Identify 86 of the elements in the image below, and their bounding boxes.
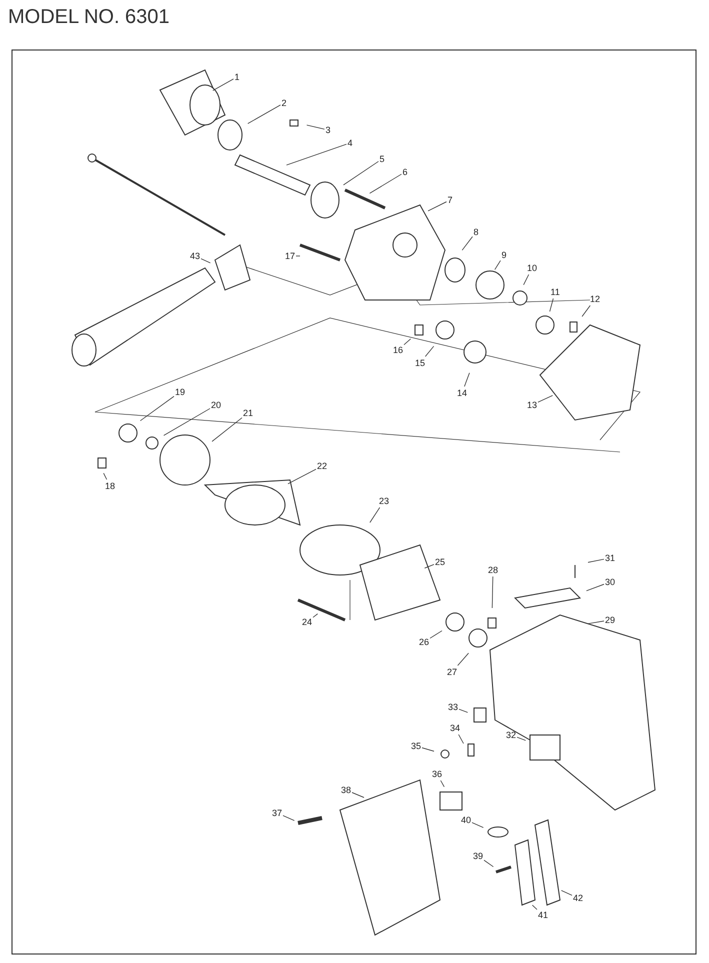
leader-line xyxy=(286,144,347,166)
callout-number: 4 xyxy=(348,138,353,148)
callout-number: 10 xyxy=(527,262,538,274)
leader-line xyxy=(282,815,295,821)
callout-number: 14 xyxy=(457,388,468,398)
leader-line xyxy=(588,558,604,563)
leader-line xyxy=(312,613,318,618)
leader-line xyxy=(523,274,530,286)
callout-number: 9 xyxy=(502,250,507,260)
leader-line xyxy=(370,507,380,523)
leader-line xyxy=(424,346,434,357)
callout-number: 34 xyxy=(450,722,460,734)
leader-line xyxy=(247,104,281,124)
leader-line xyxy=(140,396,174,422)
leader-line xyxy=(440,780,445,788)
leader-line xyxy=(352,792,364,798)
callout-number: 26 xyxy=(419,636,430,648)
callout-number: 33 xyxy=(448,702,458,712)
leader-line xyxy=(484,860,494,868)
callout-number: 43 xyxy=(190,250,200,262)
leader-line xyxy=(430,630,442,639)
leader-line xyxy=(163,408,210,436)
callout-number: 32 xyxy=(506,730,516,740)
leader-line xyxy=(306,124,325,130)
leader-line xyxy=(516,736,526,741)
callout-number: 42 xyxy=(573,892,584,904)
callout-number: 15 xyxy=(415,358,426,368)
callout-number: 35 xyxy=(411,740,422,752)
callout-number: 12 xyxy=(590,294,600,304)
callout-number: 31 xyxy=(605,552,616,564)
leader-line xyxy=(288,468,316,484)
leader-line xyxy=(428,201,447,212)
leader-line xyxy=(560,890,572,896)
leader-line xyxy=(343,161,379,186)
callout-number: 41 xyxy=(538,910,548,920)
callout-number: 7 xyxy=(448,194,453,206)
leader-line xyxy=(538,395,554,403)
callout-number: 11 xyxy=(550,286,560,298)
leader-line xyxy=(103,472,108,480)
leader-line xyxy=(462,236,473,251)
callout-number: 39 xyxy=(473,850,484,862)
callout-number: 8 xyxy=(474,226,479,238)
callout-number: 3 xyxy=(326,124,331,136)
leader-line xyxy=(457,652,469,666)
leader-line xyxy=(549,298,554,312)
callout-number: 36 xyxy=(432,768,442,780)
callout-number: 21 xyxy=(243,408,254,418)
leader-line xyxy=(424,564,434,568)
callout-number: 29 xyxy=(605,614,616,626)
leader-line xyxy=(200,258,211,264)
callout-number: 40 xyxy=(461,814,472,826)
callout-number: 2 xyxy=(282,98,287,108)
leader-line xyxy=(472,822,484,828)
callout-number: 17 xyxy=(285,250,296,262)
callout-number: 25 xyxy=(435,556,446,568)
leader-line xyxy=(464,372,470,387)
leader-line xyxy=(212,417,242,442)
callout-number: 13 xyxy=(527,400,538,410)
callout-number: 1 xyxy=(234,72,240,82)
callout-number: 30 xyxy=(605,576,616,588)
leader-line xyxy=(588,620,604,624)
leader-line xyxy=(212,78,234,91)
callout-number: 27 xyxy=(447,666,458,678)
leader-line xyxy=(532,904,538,910)
leader-line xyxy=(582,305,591,317)
callout-number: 24 xyxy=(302,616,312,628)
leader-line xyxy=(492,576,494,608)
callout-number: 23 xyxy=(379,496,390,506)
leader-line xyxy=(369,174,402,194)
leader-line xyxy=(422,747,434,752)
leader-line xyxy=(586,584,604,592)
callout-number: 37 xyxy=(272,808,282,818)
callout-number: 22 xyxy=(317,460,328,472)
callout-number: 16 xyxy=(393,344,404,356)
leader-line xyxy=(458,708,468,713)
callout-number: 18 xyxy=(105,480,116,492)
callout-number: 5 xyxy=(380,154,385,164)
leader-line xyxy=(494,260,501,270)
model-title: MODEL NO. 6301 xyxy=(8,6,170,29)
callout-number: 28 xyxy=(488,564,498,576)
callout-number: 6 xyxy=(402,166,408,178)
callout-number: 19 xyxy=(175,386,186,398)
callout-number: 38 xyxy=(341,784,352,796)
callout-number: 20 xyxy=(211,400,222,410)
leader-line xyxy=(404,338,412,346)
leader-line xyxy=(458,734,464,744)
